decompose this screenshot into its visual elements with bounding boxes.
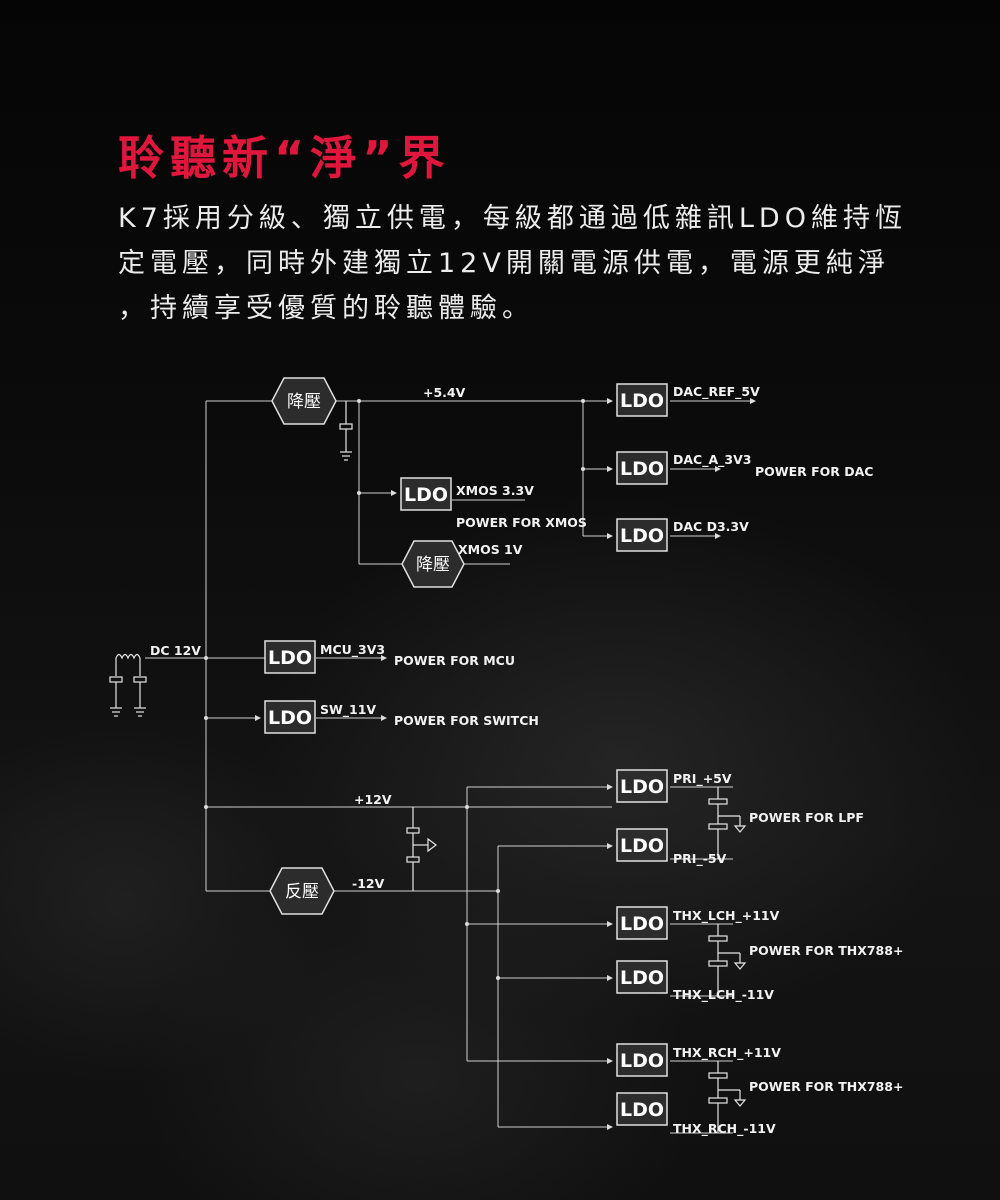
- svg-text:降壓: 降壓: [416, 555, 450, 575]
- ldo-switch: LDO: [264, 700, 316, 734]
- wires: [145, 398, 756, 1134]
- label-power-lpf: POWER FOR LPF: [749, 810, 864, 825]
- label-rail-minus12: -12V: [352, 876, 385, 891]
- passive-components: [109, 401, 747, 1133]
- page-title: 聆聽新“淨”界: [118, 131, 451, 185]
- label-thx-lch-plus: THX_LCH_+11V: [673, 908, 780, 924]
- svg-text:LDO: LDO: [620, 1099, 664, 1121]
- label-thx-rch-plus: THX_RCH_+11V: [673, 1045, 781, 1061]
- step-down-converter-main: 降壓: [271, 377, 337, 425]
- label-power-thx-1: POWER FOR THX788+: [749, 943, 903, 958]
- step-down-converter-xmos: 降壓: [401, 540, 465, 588]
- description-line-1: K7採用分級、獨立供電，每級都通過低雜訊LDO維持恆: [118, 203, 907, 234]
- label-mcu-3v3: MCU_3V3: [320, 642, 385, 658]
- svg-text:LDO: LDO: [620, 967, 664, 989]
- svg-text:降壓: 降壓: [287, 392, 321, 412]
- label-power-dac: POWER FOR DAC: [755, 464, 873, 479]
- ldo-pri-plus: LDO: [616, 769, 668, 803]
- label-thx-lch-minus: THX_LCH_-11V: [673, 987, 774, 1003]
- ldo-dac-a: LDO: [616, 451, 668, 485]
- label-pri-minus5: PRI_-5V: [673, 851, 727, 867]
- label-xmos-3v3: XMOS 3.3V: [456, 483, 534, 498]
- svg-text:LDO: LDO: [268, 707, 312, 729]
- svg-text:LDO: LDO: [620, 525, 664, 547]
- ldo-dac-ref: LDO: [616, 383, 668, 417]
- label-dc-input: DC 12V: [150, 643, 201, 658]
- label-pri-plus5: PRI_+5V: [673, 771, 732, 787]
- svg-text:LDO: LDO: [620, 1050, 664, 1072]
- label-sw-11v: SW_11V: [320, 702, 376, 718]
- svg-text:LDO: LDO: [620, 390, 664, 412]
- ldo-thx-rch-plus: LDO: [616, 1043, 668, 1077]
- label-rail-plus12: +12V: [354, 792, 392, 807]
- svg-text:LDO: LDO: [268, 647, 312, 669]
- description-paragraph: K7採用分級、獨立供電，每級都通過低雜訊LDO維持恆 定電壓，同時外建獨立12V…: [118, 196, 908, 331]
- ldo-thx-rch-minus: LDO: [616, 1092, 668, 1126]
- ldo-mcu: LDO: [264, 640, 316, 674]
- svg-text:LDO: LDO: [404, 484, 448, 506]
- svg-text:反壓: 反壓: [285, 882, 319, 902]
- label-dac-d: DAC D3.3V: [673, 519, 749, 534]
- svg-text:LDO: LDO: [620, 835, 664, 857]
- label-rail-5v4: +5.4V: [423, 385, 466, 400]
- svg-text:LDO: LDO: [620, 458, 664, 480]
- label-power-thx-2: POWER FOR THX788+: [749, 1079, 903, 1094]
- description-line-3: ，持續享受優質的聆聽體驗。: [118, 293, 534, 324]
- inverter-converter: 反壓: [269, 867, 335, 915]
- description-line-2: 定電壓，同時外建獨立12V開關電源供電，電源更純淨: [118, 248, 890, 279]
- junction-dots: [204, 399, 585, 980]
- ldo-thx-lch-plus: LDO: [616, 906, 668, 940]
- ldo-dac-d: LDO: [616, 518, 668, 552]
- label-power-mcu: POWER FOR MCU: [394, 653, 515, 668]
- ldo-thx-lch-minus: LDO: [616, 960, 668, 994]
- label-dac-ref: DAC_REF_5V: [673, 384, 760, 400]
- label-power-xmos: POWER FOR XMOS: [456, 515, 587, 530]
- label-thx-rch-minus: THX_RCH_-11V: [673, 1121, 776, 1137]
- ldo-xmos: LDO: [400, 477, 452, 511]
- label-dac-a: DAC_A_3V3: [673, 452, 751, 468]
- label-power-switch: POWER FOR SWITCH: [394, 713, 539, 728]
- ldo-pri-minus: LDO: [616, 828, 668, 862]
- svg-text:LDO: LDO: [620, 913, 664, 935]
- svg-text:LDO: LDO: [620, 776, 664, 798]
- label-xmos-1v: XMOS 1V: [458, 542, 523, 557]
